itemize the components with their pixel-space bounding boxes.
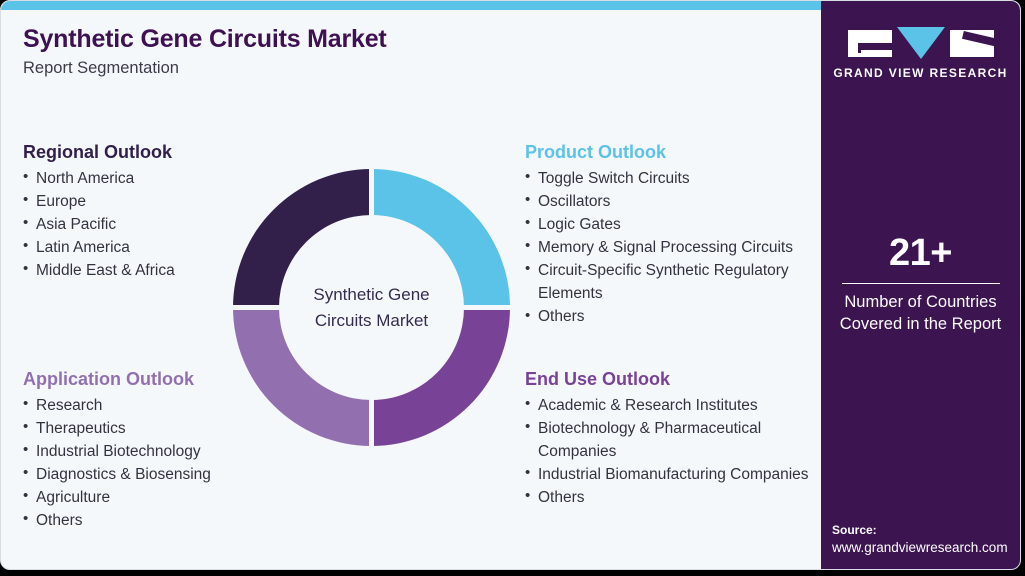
top-accent-bar xyxy=(1,1,823,10)
stat-number: 21+ xyxy=(889,232,952,274)
sidebar-panel: GRAND VIEW RESEARCH 21+ Number of Countr… xyxy=(821,1,1020,569)
stat-label-line-2: Covered in the Report xyxy=(839,314,1002,333)
page-title: Synthetic Gene Circuits Market xyxy=(23,25,387,53)
letter-g-icon xyxy=(847,29,892,57)
list-item: Asia Pacific xyxy=(23,212,248,236)
list-item: Oscillators xyxy=(525,189,807,213)
list-item: Industrial Biotechnology xyxy=(23,439,263,463)
letter-v-triangle-icon xyxy=(896,27,945,59)
list-item: Memory & Signal Processing Circuits xyxy=(525,235,807,259)
donut-center-line-1: Synthetic Gene xyxy=(313,285,430,304)
list-item: Diagnostics & Biosensing xyxy=(23,462,263,486)
list-item: Research xyxy=(23,393,263,417)
country-stat: 21+ Number of Countries Covered in the R… xyxy=(821,232,1020,336)
end-use-outlook-title: End Use Outlook xyxy=(525,369,671,389)
list-item: Biotechnology & Pharmaceutical Companies xyxy=(525,416,820,463)
application-outlook-title: Application Outlook xyxy=(23,369,194,389)
list-item: Others xyxy=(525,305,807,328)
list-item: Latin America xyxy=(23,235,248,259)
list-item: Toggle Switch Circuits xyxy=(525,166,807,190)
list-item: Academic & Research Institutes xyxy=(525,393,820,417)
page-subtitle: Report Segmentation xyxy=(23,58,179,77)
block-application-outlook: Application Outlook Research Therapeutic… xyxy=(23,368,263,532)
block-end-use-outlook: End Use Outlook Academic & Research Inst… xyxy=(525,368,820,509)
donut-center-label: Synthetic Gene Circuits Market xyxy=(279,215,464,400)
product-outlook-list: Toggle Switch Circuits Oscillators Logic… xyxy=(525,166,807,329)
block-regional-outlook: Regional Outlook North America Europe As… xyxy=(23,141,248,282)
regional-outlook-title: Regional Outlook xyxy=(23,142,173,162)
stat-divider xyxy=(841,282,1000,284)
stat-label-line-1: Number of Countries xyxy=(844,292,997,311)
list-item: Others xyxy=(525,485,820,509)
source-label: Source: xyxy=(832,522,877,537)
source-block: Source: www.grandviewresearch.com xyxy=(832,521,1008,557)
list-item: Others xyxy=(23,508,263,532)
list-item: North America xyxy=(23,166,248,190)
header: Synthetic Gene Circuits Market Report Se… xyxy=(23,25,723,79)
product-outlook-title: Product Outlook xyxy=(525,142,666,162)
source-url: www.grandviewresearch.com xyxy=(832,539,1008,555)
application-outlook-list: Research Therapeutics Industrial Biotech… xyxy=(23,393,263,533)
regional-outlook-list: North America Europe Asia Pacific Latin … xyxy=(23,166,248,282)
list-item: Agriculture xyxy=(23,485,263,509)
logo-marks xyxy=(821,27,1020,59)
list-item: Logic Gates xyxy=(525,212,807,236)
block-product-outlook: Product Outlook Toggle Switch Circuits O… xyxy=(525,141,807,328)
donut-center-line-2: Circuits Market xyxy=(314,310,429,330)
letter-r-icon xyxy=(949,29,994,57)
donut-chart: Synthetic Gene Circuits Market xyxy=(232,168,511,447)
brand-name: GRAND VIEW RESEARCH xyxy=(833,66,1008,80)
list-item: Europe xyxy=(23,189,248,213)
list-item: Industrial Biomanufacturing Companies xyxy=(525,462,820,486)
list-item: Therapeutics xyxy=(23,416,263,440)
list-item: Middle East & Africa xyxy=(23,258,248,282)
end-use-outlook-list: Academic & Research Institutes Biotechno… xyxy=(525,393,820,509)
list-item: Circuit-Specific Synthetic Regulatory El… xyxy=(525,258,807,305)
brand-logo: GRAND VIEW RESEARCH xyxy=(821,27,1020,80)
